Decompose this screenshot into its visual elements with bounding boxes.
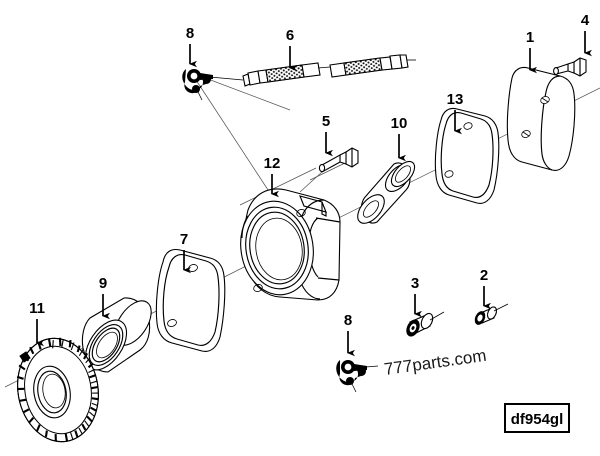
callout-12-label: 12: [264, 155, 281, 172]
callout-13: 13: [447, 91, 464, 135]
part-gasket-inner: [155, 248, 226, 352]
part-bolt-upper: [553, 57, 587, 77]
callout-8-upper: 8: [186, 25, 197, 68]
callout-layer: 1 2 3 4 5 6: [29, 12, 592, 357]
code-label-text: df954gl: [511, 411, 564, 428]
callout-6: 6: [286, 27, 297, 72]
callout-7: 7: [180, 231, 191, 274]
callout-9: 9: [99, 275, 110, 320]
callout-2: 2: [480, 267, 491, 310]
part-bearing-housing: [240, 188, 341, 301]
callout-8-lower: 8: [344, 312, 355, 357]
callout-13-label: 13: [447, 91, 464, 108]
callout-5: 5: [322, 113, 333, 157]
callout-3-label: 3: [411, 275, 419, 292]
part-cover-plate: [506, 66, 576, 171]
part-plug-small: [474, 303, 509, 325]
callout-2-label: 2: [480, 267, 488, 284]
callout-9-label: 9: [99, 275, 107, 292]
gear-teeth: [16, 337, 99, 443]
code-label-box: [504, 403, 570, 433]
part-bolt-lower: [299, 147, 359, 193]
callout-5-label: 5: [322, 113, 330, 130]
callout-4: 4: [581, 12, 592, 57]
part-gear: [16, 337, 99, 443]
callout-10: 10: [391, 115, 408, 162]
part-bearing: [81, 297, 152, 373]
callout-8-upper-label: 8: [186, 25, 194, 42]
part-spacer-sleeve: [357, 160, 416, 224]
callout-11: 11: [29, 300, 45, 347]
callout-11-label: 11: [29, 300, 45, 317]
part-gasket-outer: [434, 107, 500, 204]
callout-4-label: 4: [581, 12, 590, 29]
callout-3: 3: [411, 275, 422, 318]
callout-6-label: 6: [286, 27, 294, 44]
callout-8-lower-label: 8: [344, 312, 352, 329]
callout-7-label: 7: [180, 231, 188, 248]
part-elbow-fitting-upper: [182, 69, 213, 101]
hose-section-right: [329, 54, 416, 78]
callout-1: 1: [526, 29, 537, 74]
callout-12: 12: [264, 155, 281, 198]
callout-1-label: 1: [526, 29, 534, 46]
code-label: df954gl: [504, 403, 570, 433]
callout-10-label: 10: [391, 115, 408, 132]
part-elbow-fitting-lower: [336, 360, 379, 393]
part-plug-medium: [406, 311, 445, 337]
